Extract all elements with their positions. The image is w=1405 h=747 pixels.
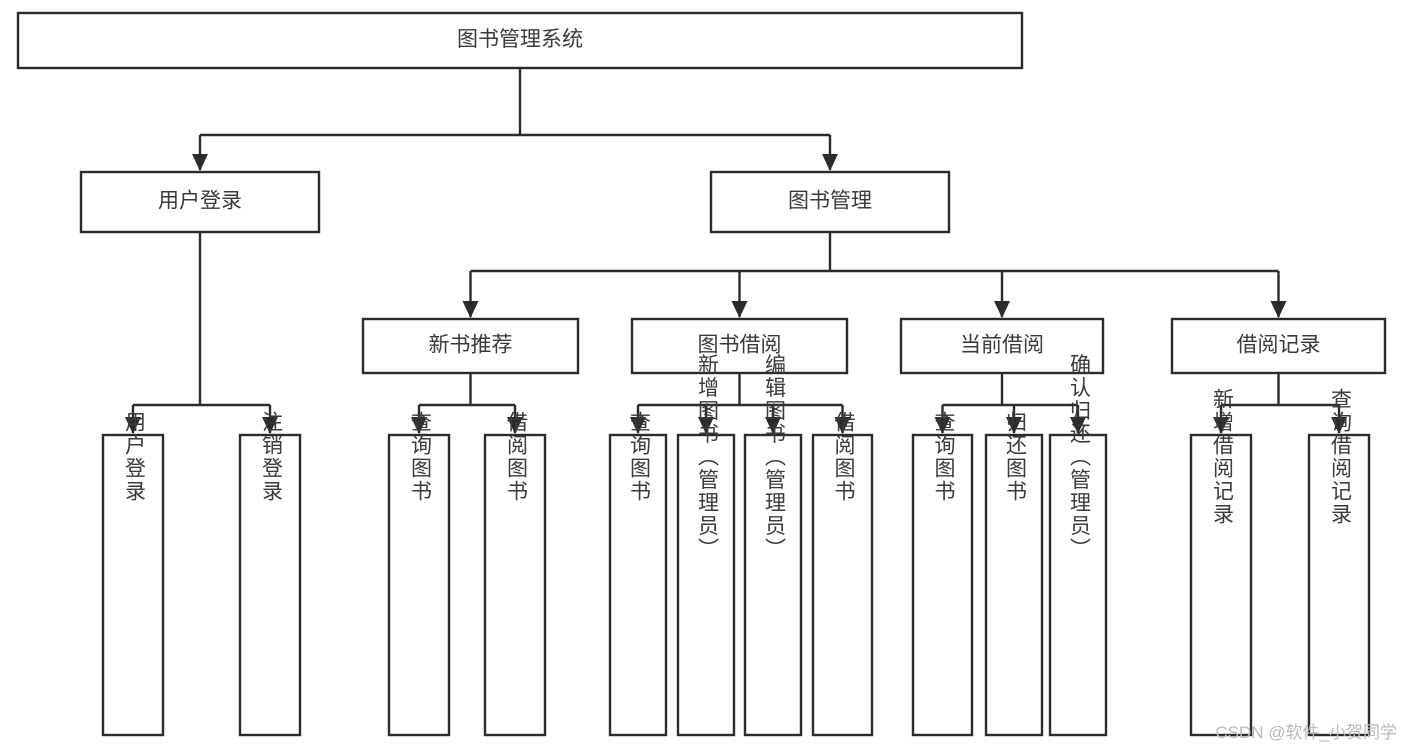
node-root[interactable]: 图书管理系统 (16, 11, 1024, 70)
node-leaf-user-login[interactable]: 用户登录 (101, 411, 165, 737)
node-box[interactable] (811, 433, 874, 737)
node-leaf-add-book[interactable]: 新增图书（管理员） (676, 354, 736, 737)
node-label-leaf-borrow-book-2: 借阅图书 (832, 411, 856, 503)
node-box[interactable] (676, 433, 736, 737)
node-book-manage[interactable]: 图书管理 (709, 170, 951, 234)
node-label-leaf-query-book-1: 查询图书 (408, 411, 432, 503)
connector-arrowhead (462, 301, 479, 318)
connector-arrowhead (1270, 301, 1287, 318)
node-label-leaf-confirm-return: 确认归还（管理员） (1067, 354, 1091, 561)
node-label-book-borrow: 图书借阅 (698, 334, 782, 357)
connector-arrowhead (1213, 417, 1229, 434)
node-box[interactable] (608, 433, 668, 737)
node-box[interactable] (387, 433, 451, 737)
node-user-login[interactable]: 用户登录 (79, 170, 321, 234)
node-label-leaf-return-book: 归还图书 (1003, 411, 1027, 503)
node-leaf-edit-book[interactable]: 编辑图书（管理员） (743, 354, 803, 737)
connector-arrowhead (507, 417, 523, 434)
connector-arrowhead (934, 417, 951, 434)
node-box[interactable] (630, 317, 849, 375)
node-leaf-borrow-book-2[interactable]: 借阅图书 (811, 411, 874, 737)
node-box[interactable] (79, 170, 321, 234)
connector-arrowhead (731, 301, 748, 318)
node-leaf-confirm-return[interactable]: 确认归还（管理员） (1048, 354, 1108, 737)
node-label-book-manage: 图书管理 (788, 190, 872, 213)
node-box[interactable] (1307, 433, 1371, 737)
node-label-borrow-record: 借阅记录 (1237, 334, 1321, 357)
node-label-leaf-edit-book: 编辑图书（管理员） (762, 354, 786, 561)
connector-arrowhead (1331, 417, 1347, 434)
node-box[interactable] (101, 433, 165, 737)
node-label-leaf-borrow-book-1: 借阅图书 (504, 411, 528, 503)
node-leaf-return-book[interactable]: 归还图书 (984, 411, 1044, 737)
node-box[interactable] (16, 11, 1024, 70)
connector-arrowhead (630, 417, 646, 434)
node-borrow-record[interactable]: 借阅记录 (1170, 317, 1387, 375)
node-box[interactable] (1189, 433, 1253, 737)
node-new-book-recommend[interactable]: 新书推荐 (361, 317, 580, 375)
node-leaf-query-book-3[interactable]: 查询图书 (911, 411, 974, 737)
node-box[interactable] (1048, 433, 1108, 737)
node-box[interactable] (709, 170, 951, 234)
node-current-borrow[interactable]: 当前借阅 (899, 317, 1105, 375)
connector-arrowhead (822, 154, 838, 171)
node-label-current-borrow: 当前借阅 (960, 334, 1044, 357)
connector-arrowhead (765, 417, 781, 434)
node-leaf-logout[interactable]: 注销登录 (238, 411, 302, 737)
node-box[interactable] (911, 433, 974, 737)
node-leaf-add-record[interactable]: 新增借阅记录 (1189, 388, 1253, 737)
edges-layer (125, 68, 1347, 434)
connector-arrowhead (698, 417, 714, 434)
nodes-layer: 图书管理系统用户登录图书管理新书推荐图书借阅当前借阅借阅记录用户登录注销登录查询… (16, 11, 1387, 737)
node-label-leaf-query-book-2: 查询图书 (627, 411, 651, 503)
node-label-user-login: 用户登录 (158, 190, 242, 213)
node-label-leaf-add-book: 新增图书（管理员） (695, 354, 719, 561)
connector-arrowhead (834, 417, 851, 434)
node-label-leaf-logout: 注销登录 (259, 411, 283, 503)
watermark: CSDN @软件_小贺同学 (1215, 723, 1397, 742)
node-label-leaf-query-record: 查询借阅记录 (1328, 388, 1352, 526)
connector-arrowhead (1006, 417, 1022, 434)
node-leaf-query-record[interactable]: 查询借阅记录 (1307, 388, 1371, 737)
node-box[interactable] (238, 433, 302, 737)
node-box[interactable] (1170, 317, 1387, 375)
connector-arrowhead (994, 301, 1010, 318)
node-label-root: 图书管理系统 (457, 28, 583, 51)
connector-arrowhead (192, 154, 208, 171)
connector-arrowhead (125, 417, 141, 434)
node-box[interactable] (743, 433, 803, 737)
node-label-new-book-recommend: 新书推荐 (429, 334, 513, 357)
connector-arrowhead (1070, 417, 1086, 434)
node-label-leaf-query-book-3: 查询图书 (932, 411, 956, 503)
node-box[interactable] (899, 317, 1105, 375)
node-book-borrow[interactable]: 图书借阅 (630, 317, 849, 375)
node-box[interactable] (483, 433, 547, 737)
node-leaf-query-book-1[interactable]: 查询图书 (387, 411, 451, 737)
connector-arrowhead (262, 417, 278, 434)
node-label-leaf-user-login: 用户登录 (122, 411, 146, 503)
node-leaf-borrow-book-1[interactable]: 借阅图书 (483, 411, 547, 737)
node-box[interactable] (984, 433, 1044, 737)
connector-arrowhead (411, 417, 427, 434)
node-box[interactable] (361, 317, 580, 375)
node-leaf-query-book-2[interactable]: 查询图书 (608, 411, 668, 737)
node-label-leaf-add-record: 新增借阅记录 (1210, 388, 1234, 526)
